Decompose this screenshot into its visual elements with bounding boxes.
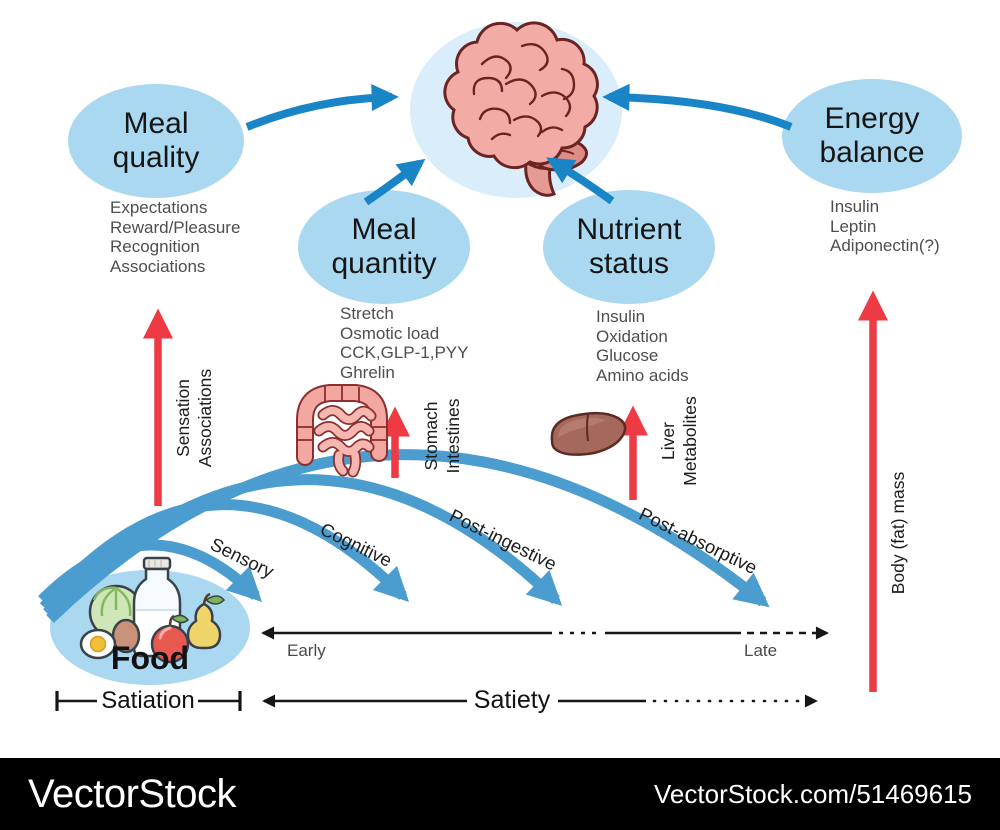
liver-icon xyxy=(550,411,627,456)
satiety-label: Satiety xyxy=(473,686,551,714)
node-energy-balance: Energy balance xyxy=(782,79,962,193)
node-nutrient-status: Nutrient status xyxy=(543,190,715,304)
late-label: Late xyxy=(744,641,778,660)
red-feedback-arrows xyxy=(143,290,888,692)
energy-balance-to-brain-arrow xyxy=(602,83,793,131)
meal-quality-to-brain-arrow xyxy=(245,83,399,131)
intestines-icon xyxy=(296,384,388,478)
body-fat-mass-label: Body (fat) mass xyxy=(888,471,908,595)
post-ingestive-label: Post-ingestive xyxy=(446,504,561,575)
liver-metabolites-label: Liver Metabolites xyxy=(658,396,700,486)
nutrient-status-mediators: Insulin Oxidation Glucose Amino acids xyxy=(596,307,689,385)
energy-balance-label: Energy balance xyxy=(819,102,925,169)
vectorstock-logo-text: VectorStock xyxy=(28,772,236,816)
post-absorptive-label: Post-absorptive xyxy=(635,502,761,579)
node-meal-quality: Meal quality xyxy=(68,84,244,198)
watermark-bar: VectorStock VectorStock.com/51469615 xyxy=(0,758,1000,830)
early-label: Early xyxy=(287,641,326,660)
satiation-label: Satiation xyxy=(101,687,195,714)
node-meal-quantity: Meal quantity xyxy=(298,190,470,304)
energy-balance-mediators: Insulin Leptin Adiponectin(?) xyxy=(830,197,940,255)
nutrient-status-label: Nutrient status xyxy=(576,213,682,280)
sensory-label: Sensory xyxy=(207,533,278,582)
cognitive-label: Cognitive xyxy=(316,518,396,571)
stomach-intestines-label: Stomach Intestines xyxy=(421,398,463,474)
meal-quality-mediators: Expectations Reward/Pleasure Recognition… xyxy=(110,198,241,276)
brain-halo xyxy=(410,22,622,198)
food-label: Food xyxy=(110,640,190,676)
vectorstock-image-ref: VectorStock.com/51469615 xyxy=(654,779,972,809)
meal-quantity-mediators: Stretch Osmotic load CCK,GLP-1,PYY Ghrel… xyxy=(340,304,469,382)
meal-quality-label: Meal quality xyxy=(112,107,200,174)
meal-quantity-label: Meal quantity xyxy=(331,213,437,280)
sensation-associations-label: Sensation Associations xyxy=(173,368,215,468)
